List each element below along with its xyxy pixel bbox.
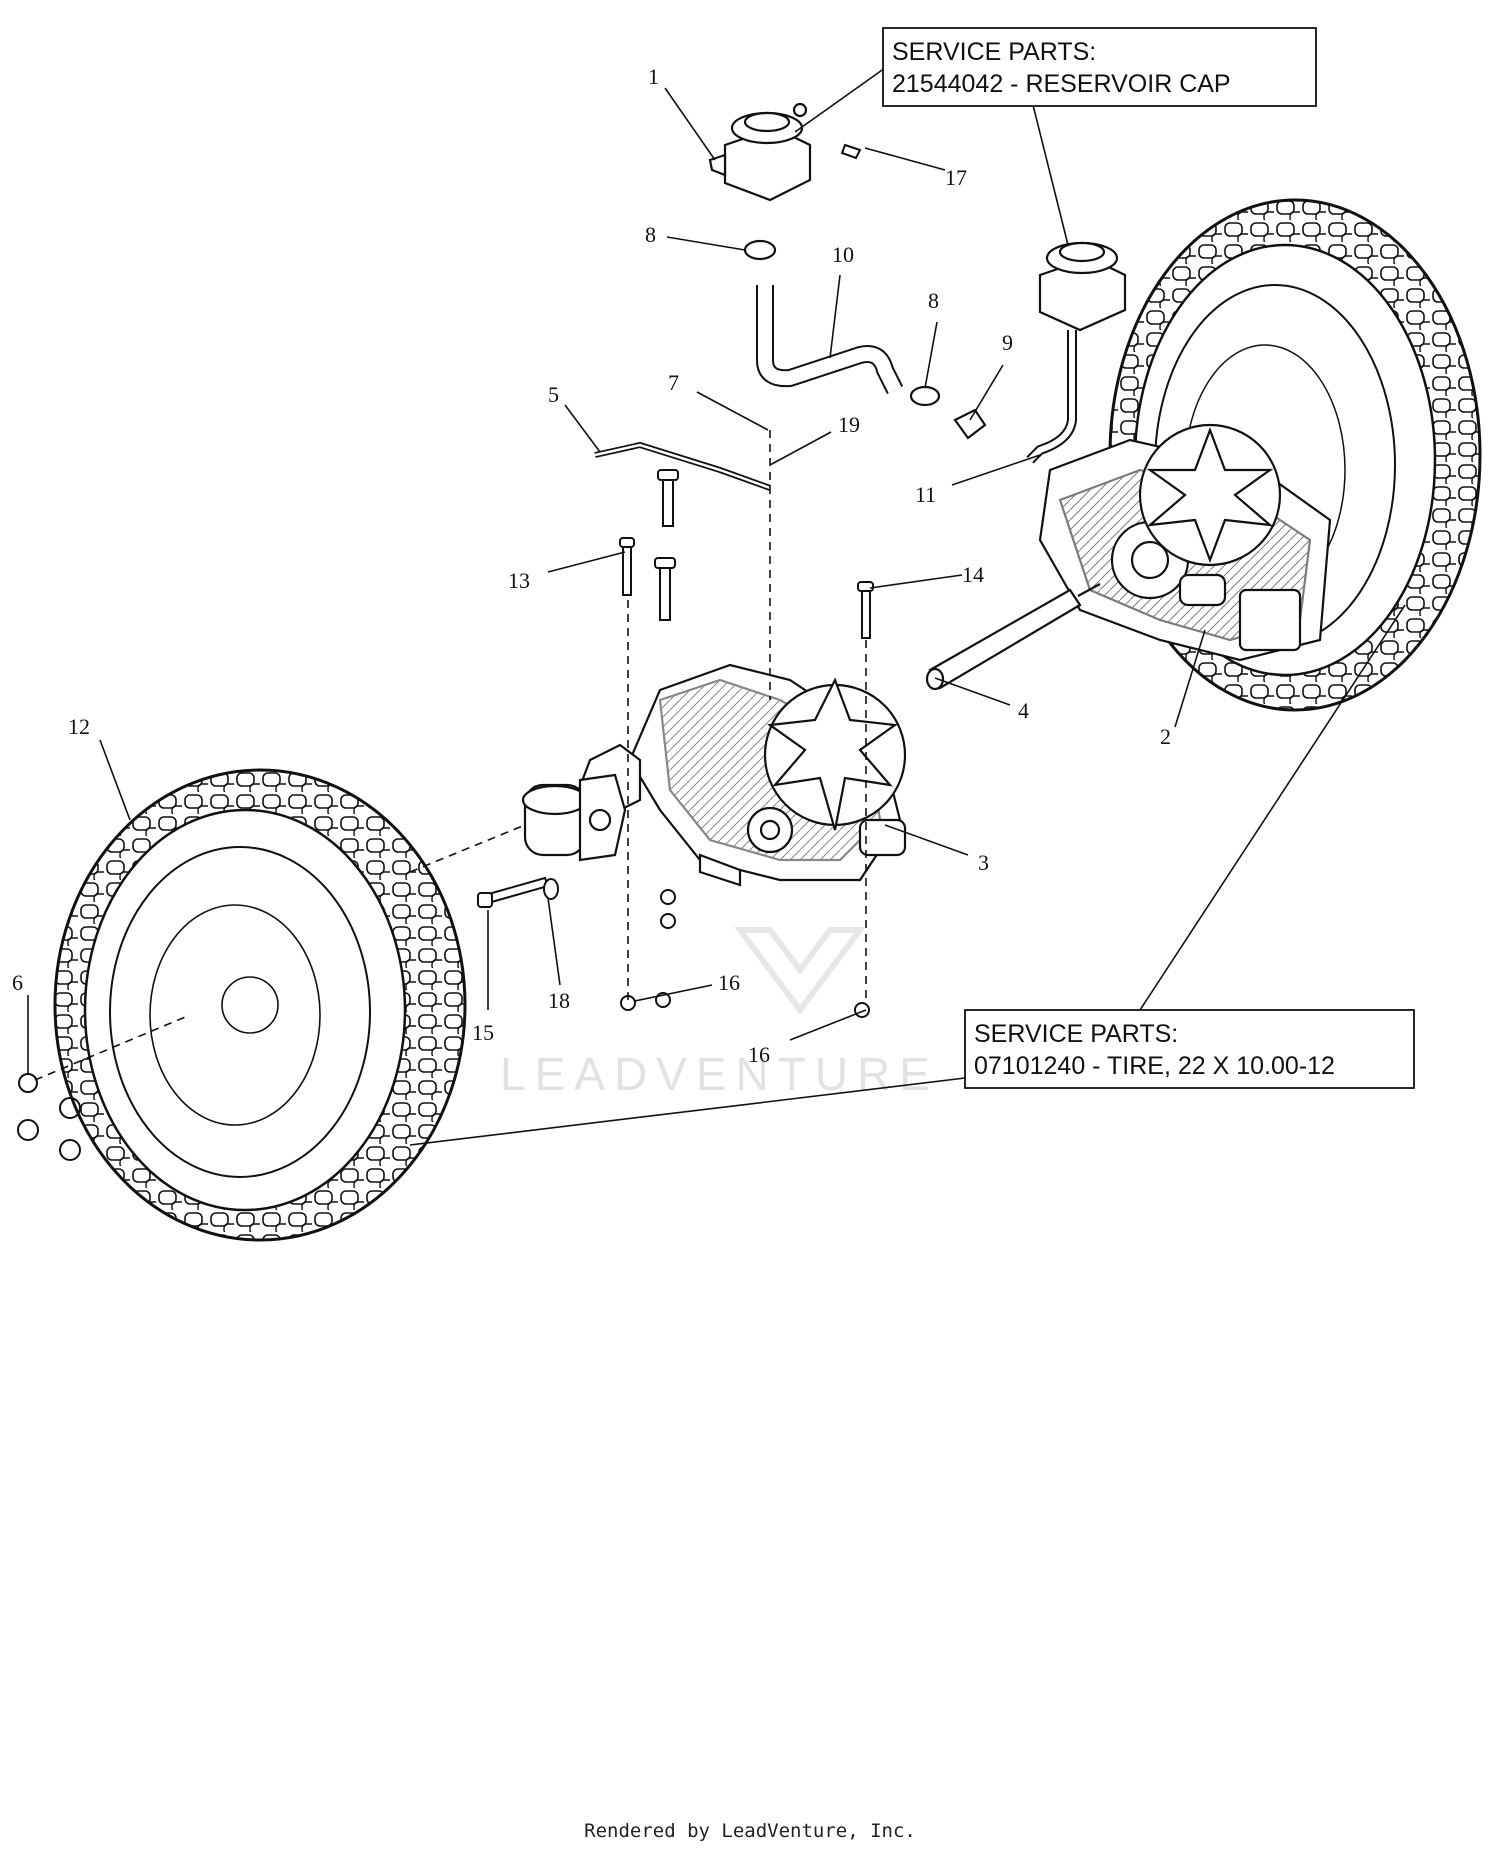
callout-14: 14 <box>962 562 984 587</box>
control-rod <box>594 441 772 491</box>
callout-16a: 16 <box>718 970 740 995</box>
callout-10: 10 <box>832 242 854 267</box>
right-transaxle <box>1038 423 1332 662</box>
left-transaxle <box>628 663 907 887</box>
elbow-fitting <box>953 408 987 440</box>
hose-clamp-right <box>909 385 941 407</box>
callout-2: 2 <box>1160 724 1171 749</box>
callout-8b: 8 <box>928 288 939 313</box>
watermark-logo <box>734 927 866 1015</box>
callout-11: 11 <box>915 482 936 507</box>
callout-12: 12 <box>68 714 90 739</box>
callouts: 1 2 3 4 5 6 7 8 8 9 10 11 12 13 14 15 16… <box>12 64 1171 1067</box>
callout-16b: 16 <box>748 1042 770 1067</box>
callout-15: 15 <box>472 1020 494 1045</box>
service-parts-heading: SERVICE PARTS: <box>892 38 1096 66</box>
callout-1: 1 <box>648 64 659 89</box>
service-parts-item: 21544042 - RESERVOIR CAP <box>892 70 1231 98</box>
screw <box>840 143 862 160</box>
nuts <box>17 889 870 1161</box>
callout-13: 13 <box>508 568 530 593</box>
left-tire <box>53 768 467 1242</box>
callout-7: 7 <box>668 370 679 395</box>
callout-3: 3 <box>978 850 989 875</box>
service-parts-item: 07101240 - TIRE, 22 X 10.00-12 <box>974 1052 1335 1080</box>
axle-shaft <box>925 583 1101 691</box>
callout-18: 18 <box>548 988 570 1013</box>
callout-9: 9 <box>1002 330 1013 355</box>
bolts <box>477 469 874 908</box>
service-parts-tire: SERVICE PARTS: 07101240 - TIRE, 22 X 10.… <box>964 1009 1415 1089</box>
footer-credit: Rendered by LeadVenture, Inc. <box>584 1820 916 1842</box>
right-reservoir <box>1026 241 1127 464</box>
watermark-text: LEADVENTURE <box>500 1048 939 1100</box>
callout-8a: 8 <box>645 222 656 247</box>
callout-17: 17 <box>945 165 967 190</box>
callout-5: 5 <box>548 382 559 407</box>
assembly-lines <box>34 430 867 1081</box>
callout-19: 19 <box>838 412 860 437</box>
callout-4: 4 <box>1018 698 1029 723</box>
callout-6: 6 <box>12 970 23 995</box>
service-parts-heading: SERVICE PARTS: <box>974 1020 1178 1048</box>
left-axle-hub <box>521 743 642 862</box>
reservoir-tank <box>708 102 812 202</box>
hose-clamp-top <box>743 239 777 261</box>
service-parts-reservoir-cap: SERVICE PARTS: 21544042 - RESERVOIR CAP <box>882 27 1317 107</box>
leader-lines <box>27 67 1406 1146</box>
